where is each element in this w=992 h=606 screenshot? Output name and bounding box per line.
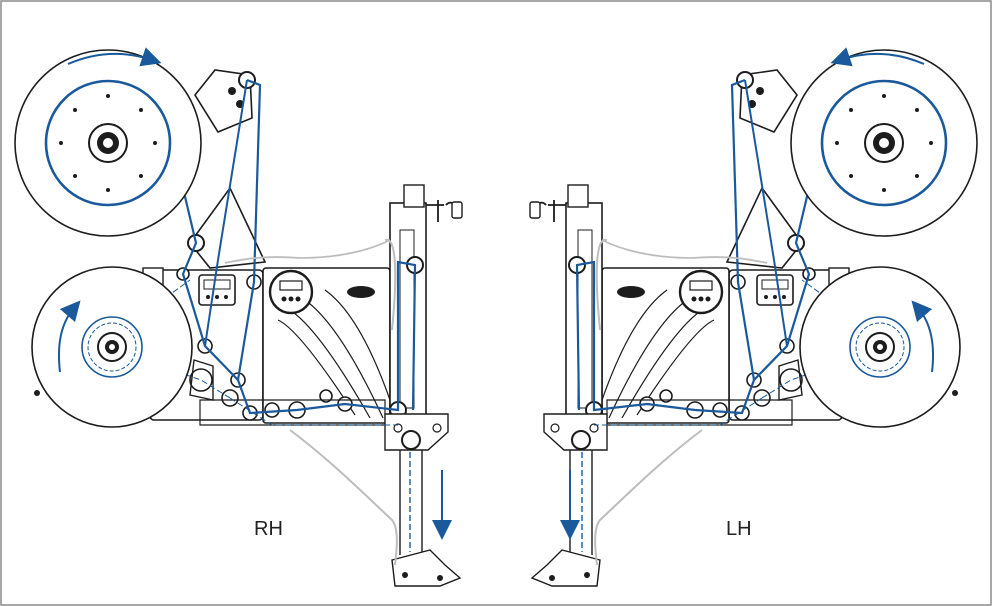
lh-label: LH [726, 518, 752, 540]
direction-arrow-icon [67, 47, 162, 67]
lh-applicator [528, 47, 979, 588]
supply-reel-icon [13, 48, 203, 238]
direction-arrow-icon [57, 300, 81, 373]
rewind-reel-icon [31, 266, 193, 428]
rh-label: RH [254, 518, 283, 540]
rh-applicator [13, 47, 464, 588]
